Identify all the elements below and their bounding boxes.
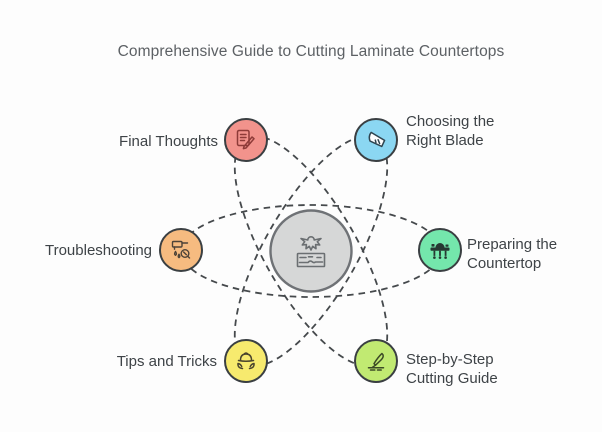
hands-hardhat-icon: [237, 352, 255, 370]
label-preparing-countertop: Preparing the Countertop: [467, 236, 558, 272]
label-choosing-blade: Choosing the Right Blade: [406, 113, 495, 149]
cutting-knife-icon: [367, 352, 385, 371]
repair-tools-icon: [171, 240, 191, 259]
page-title: Comprehensive Guide to Cutting Laminate …: [117, 43, 505, 60]
node-troubleshooting: [159, 228, 203, 272]
node-final-thoughts: [224, 118, 268, 162]
label-tips-tricks: Tips and Tricks: [116, 353, 217, 370]
label-final-thoughts: Final Thoughts: [119, 133, 218, 150]
label-step-by-step: Step-by-Step Cutting Guide: [406, 351, 498, 387]
circular-saw-laminate-icon: [296, 236, 326, 268]
notes-pencil-icon: [236, 129, 255, 150]
utility-blade-icon: [368, 131, 386, 148]
label-troubleshooting: Troubleshooting: [44, 242, 152, 259]
center-hub-circle: [269, 209, 353, 293]
table-saw-icon: [430, 243, 450, 259]
